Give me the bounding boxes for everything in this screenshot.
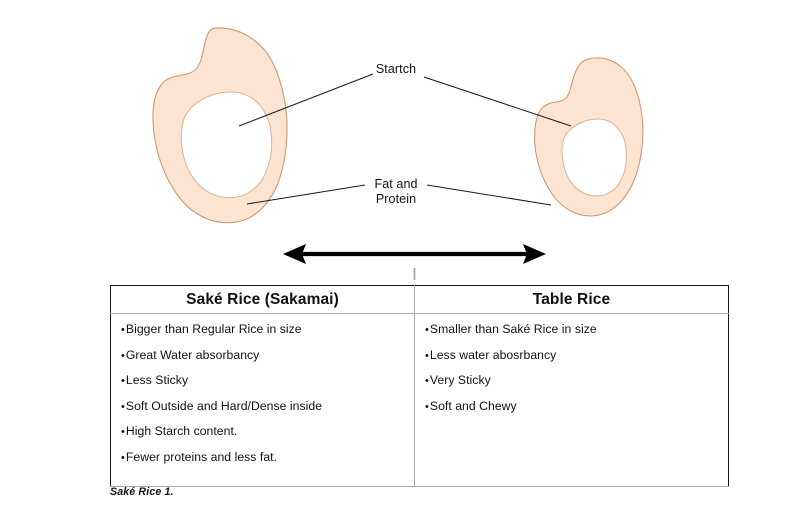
starch-leader-line-left xyxy=(238,73,374,127)
list-item: Soft Outside and Hard/Dense inside xyxy=(121,399,408,414)
list-item: Soft and Chewy xyxy=(425,399,722,414)
list-item: Very Sticky xyxy=(425,374,722,388)
sake-rice-core xyxy=(180,91,273,199)
list-item: Fewer proteins and less fat. xyxy=(121,450,408,465)
fat-and-protein-label: Fat and Protein xyxy=(0,177,792,207)
size-comparison-arrow xyxy=(283,244,546,264)
fat-label-line2: Protein xyxy=(375,192,417,206)
list-item: Great Water absorbancy xyxy=(121,348,408,363)
column-header-sake-rice: Saké Rice (Sakamai) xyxy=(110,285,415,314)
arrow-head-left xyxy=(283,244,306,264)
starch-label-text: Startch xyxy=(375,62,417,76)
starch-label: Startch xyxy=(0,62,792,77)
column-header-table-rice: Table Rice xyxy=(414,285,729,314)
table-rice-grain xyxy=(534,57,644,217)
table-body-row: Bigger than Regular Rice in size Great W… xyxy=(110,313,729,487)
list-item: Bigger than Regular Rice in size xyxy=(121,323,408,337)
figure-caption: Saké Rice 1. xyxy=(110,486,174,498)
table-rice-feature-list: Smaller than Saké Rice in size Less wate… xyxy=(415,323,728,414)
arrow-head-right xyxy=(523,244,546,264)
list-item: High Starch content. xyxy=(121,425,408,439)
fat-protein-leader-line-left xyxy=(246,184,366,205)
sake-rice-grain xyxy=(152,27,288,224)
cell-table-rice-features: Smaller than Saké Rice in size Less wate… xyxy=(414,313,729,487)
table-header-row: Saké Rice (Sakamai) Table Rice xyxy=(110,285,729,314)
starch-leader-line-right xyxy=(423,76,572,127)
list-item: Less Sticky xyxy=(121,374,408,388)
fat-protein-leader-line-right xyxy=(426,184,552,206)
cell-sake-rice-features: Bigger than Regular Rice in size Great W… xyxy=(110,313,415,487)
list-item: Smaller than Saké Rice in size xyxy=(425,323,722,337)
list-item: Less water abosrbancy xyxy=(425,348,722,363)
table-rice-core xyxy=(561,118,627,197)
fat-label-line1: Fat and xyxy=(374,177,418,191)
rice-comparison-table: Saké Rice (Sakamai) Table Rice Bigger th… xyxy=(110,285,729,487)
sake-rice-feature-list: Bigger than Regular Rice in size Great W… xyxy=(111,323,414,465)
rice-grain-diagram xyxy=(152,27,644,280)
